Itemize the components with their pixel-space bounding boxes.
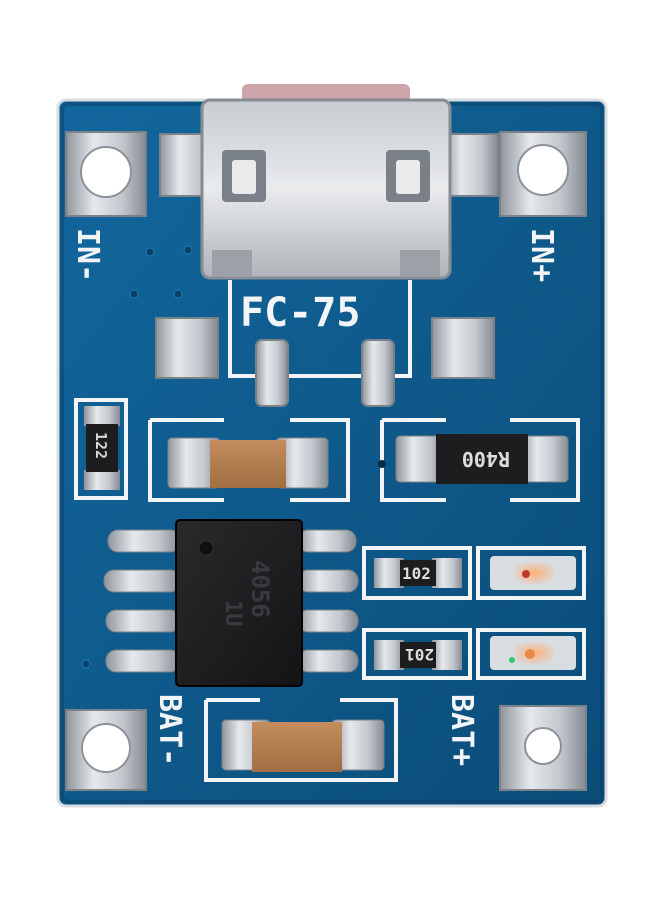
resistor-122: 122	[84, 406, 120, 490]
in-plus-label: IN+	[524, 228, 559, 282]
led-top	[490, 556, 576, 590]
mounting-hole-bottom-left	[65, 709, 147, 791]
connector-part-label: FC-75	[240, 290, 360, 336]
capacitor-bottom	[221, 719, 385, 772]
resistor-r400-marking: R400	[462, 447, 510, 471]
capacitor-top-left	[167, 437, 329, 489]
bat-minus-label: BAT-	[152, 694, 187, 766]
resistor-201: 201	[374, 640, 462, 670]
mounting-hole-bottom-right	[499, 705, 587, 791]
ic-marking-line2: 1U	[220, 600, 245, 627]
micro-usb-connector	[159, 84, 499, 280]
ic-pins	[103, 529, 359, 673]
resistor-102-marking: 102	[402, 564, 431, 583]
in-minus-label: IN-	[70, 228, 105, 282]
charger-ic-chip: 4056 1U	[175, 519, 303, 687]
ic-marking-line1: 4056	[246, 560, 274, 618]
resistor-201-marking: 201	[405, 645, 434, 664]
resistor-102: 102	[374, 558, 462, 588]
resistor-r400: R400	[378, 434, 569, 484]
mounting-hole-top-left	[65, 131, 147, 217]
bat-plus-label: BAT+	[444, 694, 479, 766]
mounting-hole-top-right	[499, 131, 587, 217]
led-bottom	[490, 636, 576, 670]
resistor-122-marking: 122	[92, 432, 110, 459]
